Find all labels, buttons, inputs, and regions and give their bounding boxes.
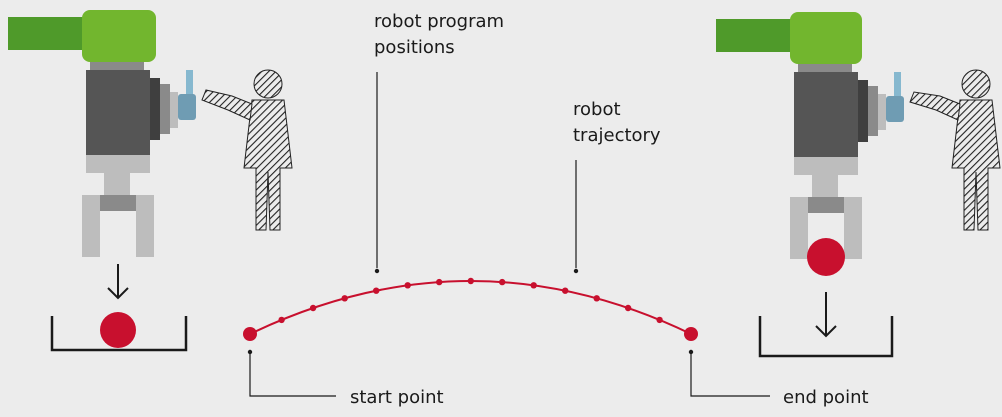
robot-trajectory: [243, 277, 698, 341]
leader-dot: [374, 268, 380, 274]
leader-dot: [247, 349, 253, 355]
teach-pendant-icon: [886, 72, 904, 122]
down-arrow-icon: [107, 264, 129, 300]
label-program-positions-line2: positions: [374, 37, 455, 58]
gripper-finger-right-b: [844, 197, 862, 259]
red-ball-icon: [100, 312, 136, 348]
down-arrow-icon: [815, 292, 837, 338]
trajectory-points: [243, 277, 698, 341]
robot-arm-right: [716, 12, 904, 276]
bin-icon: [50, 316, 188, 352]
label-end-point: end point: [783, 387, 869, 408]
operator-figure-right: [909, 69, 1001, 231]
trajectory-program-position: [562, 287, 569, 294]
operator-figure-left: [201, 69, 293, 231]
teach-pendant-icon: [178, 70, 196, 120]
robot-body-left: [86, 70, 150, 155]
trajectory-program-position: [341, 295, 348, 302]
trajectory-program-position: [373, 287, 380, 294]
leader-dot: [688, 349, 694, 355]
trajectory-program-position: [593, 295, 600, 302]
trajectory-program-position: [436, 278, 443, 286]
trajectory-program-position: [404, 282, 411, 289]
trajectory-program-position: [278, 316, 285, 324]
label-start-point: start point: [350, 387, 444, 408]
trajectory-program-position: [309, 304, 317, 312]
leader-dot: [573, 268, 579, 274]
trajectory-program-position: [530, 282, 537, 289]
bin-icon: [758, 316, 894, 358]
trajectory-end-point: [684, 327, 698, 341]
trajectory-start-point: [243, 327, 257, 341]
leader-lines: [249, 72, 770, 397]
robot-arm-left: [8, 10, 196, 257]
trajectory-program-position: [624, 304, 632, 312]
gripper-finger-right-a: [790, 197, 808, 259]
label-trajectory-line2: trajectory: [573, 125, 661, 146]
red-ball-icon: [807, 238, 845, 276]
gripper-finger-left-b: [136, 195, 154, 257]
arm-joint-right: [790, 12, 862, 64]
label-program-positions-line1: robot program: [374, 11, 504, 32]
label-trajectory-line1: robot: [573, 99, 621, 120]
gripper-finger-left-a: [82, 195, 100, 257]
trajectory-program-position: [499, 278, 506, 286]
trajectory-program-position: [467, 277, 474, 285]
robot-body-right: [794, 72, 858, 157]
arm-joint-left: [82, 10, 156, 62]
trajectory-program-position: [656, 316, 663, 324]
